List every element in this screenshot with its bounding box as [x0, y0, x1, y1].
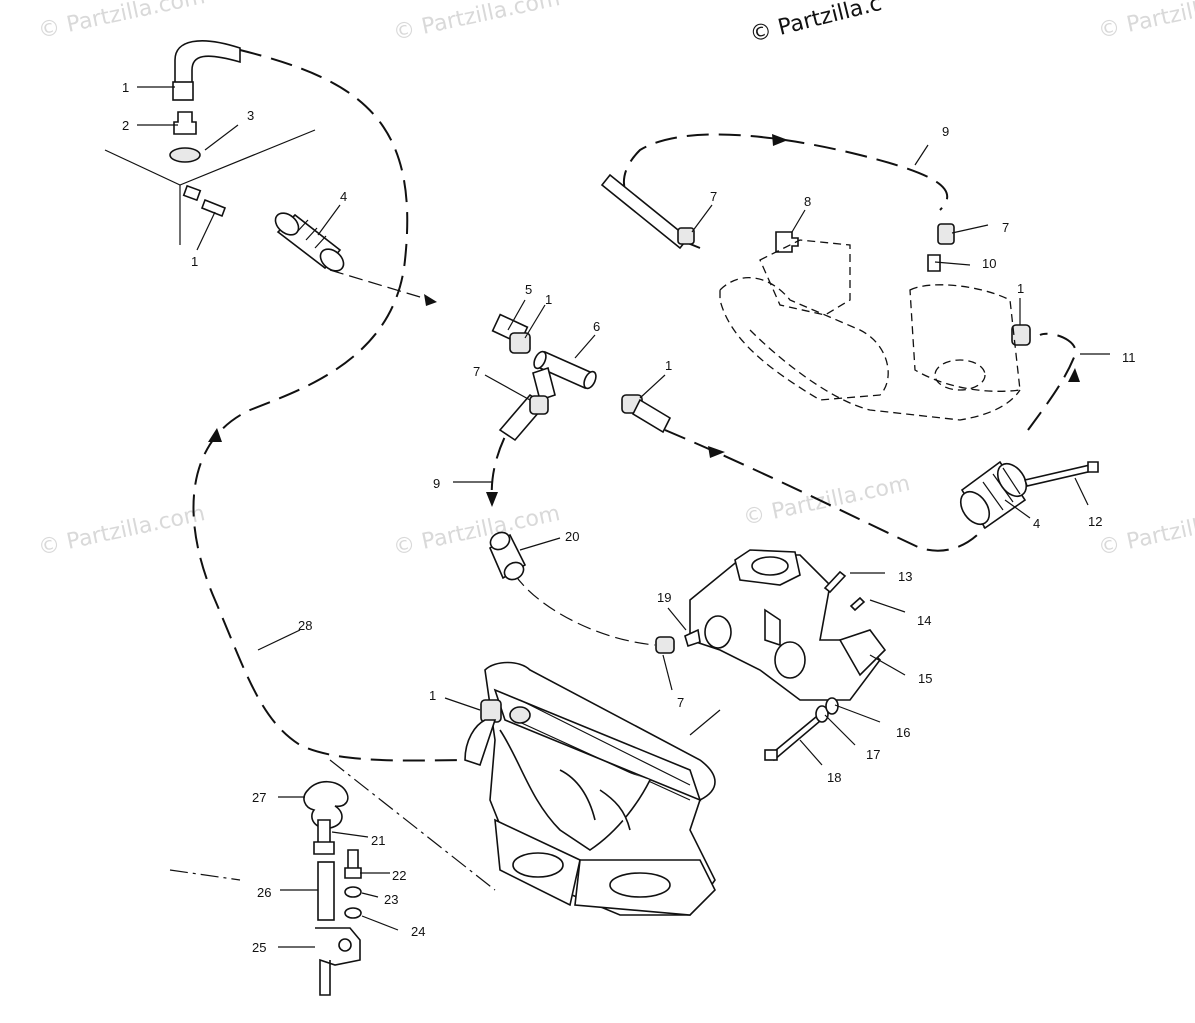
hose-clamp-small [200, 198, 227, 218]
bolt-head [764, 749, 778, 761]
watermark: © Partzilla.com [1096, 0, 1195, 44]
fitting [509, 706, 531, 724]
elbow-hose-fitting [174, 40, 241, 86]
callout-1: 1 [122, 80, 129, 95]
callout-19: 19 [657, 590, 671, 605]
callout-5: 5 [525, 282, 532, 297]
callout-7: 7 [710, 189, 717, 204]
fitting [684, 628, 701, 648]
spring [317, 861, 335, 921]
oil-pump-parts [303, 780, 362, 996]
washer [815, 705, 829, 723]
hose-clamp [1011, 324, 1031, 346]
watermark: © Partzilla.com [391, 0, 562, 46]
plug [182, 184, 202, 202]
pump-housing [315, 927, 361, 996]
washer [344, 886, 362, 898]
gasket [303, 780, 349, 829]
callout-1: 1 [1017, 281, 1024, 296]
corrugated-hose-2 [959, 460, 1028, 530]
callout-13: 13 [898, 569, 912, 584]
flow-arrow-icon [772, 134, 788, 146]
callout-1: 1 [545, 292, 552, 307]
callout-10: 10 [982, 256, 996, 271]
hose-clamp [172, 81, 194, 101]
callout-8: 8 [804, 194, 811, 209]
callout-1: 1 [191, 254, 198, 269]
washer [344, 907, 362, 919]
callout-7: 7 [473, 364, 480, 379]
callout-20: 20 [565, 529, 579, 544]
callout-6: 6 [593, 319, 600, 334]
watermark: © Partzilla.com [1096, 501, 1195, 561]
bolt [347, 849, 359, 871]
port [338, 938, 352, 952]
flow-arrow-icon [708, 446, 725, 458]
callout-18: 18 [827, 770, 841, 785]
callout-22: 22 [392, 868, 406, 883]
callout-11: 11 [1122, 350, 1136, 365]
watermark: © Partzilla.com [36, 0, 207, 44]
bolt [823, 570, 847, 594]
callout-26: 26 [257, 885, 271, 900]
hose-clamp [677, 227, 695, 245]
corrugated-hose [274, 212, 345, 272]
hose-segment [464, 719, 497, 767]
barb-fitting [775, 231, 799, 253]
callout-12: 12 [1088, 514, 1102, 529]
callout-9: 9 [942, 124, 949, 139]
callout-1: 1 [429, 688, 436, 703]
callout-28: 28 [298, 618, 312, 633]
watermark: © Partzilla.com [741, 471, 912, 531]
hose-clamp [529, 395, 549, 415]
leader-lines [137, 86, 1110, 948]
watermark: © Partzilla.com [391, 501, 562, 561]
callout-17: 17 [866, 747, 880, 762]
callout-15: 15 [918, 671, 932, 686]
watermark-main: © Partzilla.c [747, 0, 884, 48]
hose-clamp [937, 223, 955, 245]
callout-3: 3 [247, 108, 254, 123]
callout-7: 7 [677, 695, 684, 710]
callout-16: 16 [896, 725, 910, 740]
callout-21: 21 [371, 833, 385, 848]
callout-1: 1 [665, 358, 672, 373]
watermark: © Partzilla.com [36, 501, 207, 561]
bolt-small [849, 596, 866, 612]
hose-clamp [655, 636, 675, 654]
cable-tie [1023, 464, 1094, 487]
callout-23: 23 [384, 892, 398, 907]
banjo-bolt-base [313, 841, 335, 855]
callout-9: 9 [433, 476, 440, 491]
flow-arrow-icon [1068, 368, 1080, 382]
engine-block [484, 661, 716, 916]
hose-segment [631, 398, 672, 434]
washer [169, 147, 201, 163]
barb-fitting [927, 254, 941, 272]
callout-7: 7 [1002, 220, 1009, 235]
bolt-base [344, 867, 362, 879]
callout-24: 24 [411, 924, 425, 939]
hose-long [600, 173, 690, 250]
oil-pump-ghost [600, 173, 1031, 421]
flow-arrow-icon [486, 492, 498, 507]
hose-clamp [480, 699, 502, 723]
flow-arrow-icon [424, 294, 437, 306]
rubber-sleeve [488, 531, 527, 581]
tee-assembly [491, 313, 672, 442]
callout-4: 4 [1033, 516, 1040, 531]
oil-tank-fittings [104, 40, 345, 272]
callout-25: 25 [252, 940, 266, 955]
callout-14: 14 [917, 613, 931, 628]
callout-27: 27 [252, 790, 266, 805]
callout-2: 2 [122, 118, 129, 133]
callout-labels: 1 2 3 1 4 5 1 6 7 1 9 7 8 9 7 10 1 11 12… [122, 80, 1136, 955]
hose-clamp [509, 332, 531, 354]
callout-4: 4 [340, 189, 347, 204]
barb-fitting [173, 111, 197, 135]
flow-arrow-icon [208, 428, 222, 442]
exhaust-manifold [689, 549, 887, 701]
cable-tie-head [1087, 461, 1099, 473]
